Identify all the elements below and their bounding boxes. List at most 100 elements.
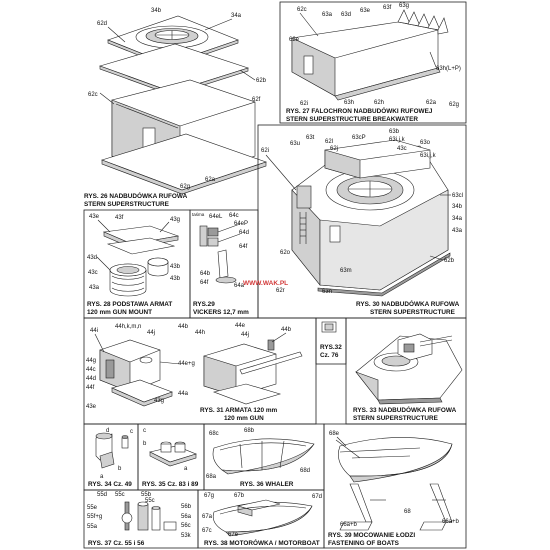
fig30-label: 34a (452, 216, 463, 222)
fig28-caption-line: RYS. 28 PODSTAWA ARMAT (87, 301, 172, 308)
fig27-label: 63a (322, 12, 333, 18)
fig37-label: 53k (181, 533, 192, 539)
fig39-caption-line: RYS. 39 MOCOWANIE ŁODZI (328, 532, 415, 539)
fig37-label: 55d (97, 492, 107, 498)
fig30-label: 62l (325, 139, 333, 145)
fig30-caption-line: STERN SUPERSTRUCTURE (370, 309, 456, 316)
fig39-label: 66a+b (442, 519, 460, 525)
fig27-caption-line: STERN SUPERSTRUCTURE BREAKWATER (286, 116, 418, 123)
fig33-caption: RYS. 33 NADBUDÓWKA RUFOWA STERN SUPERSTR… (353, 405, 457, 422)
fig35-label: c (143, 428, 146, 434)
fig37-label: 55a (87, 524, 98, 530)
fig29-caption: RYS.29 VICKERS 12,7 mm (193, 301, 249, 316)
fig26-label: 34a (231, 13, 242, 19)
fig36-drawing (212, 438, 315, 475)
fig38-label: 67a (202, 514, 213, 520)
fig37-label: 56a (181, 514, 192, 520)
fig35-drawing (149, 441, 197, 467)
fig37-drawing (121, 501, 177, 531)
fig30-label: 63i,j,k (420, 153, 437, 159)
fig31-label: 44c (86, 367, 96, 373)
fig38-drawing (212, 499, 313, 537)
fig26-label: 62g (180, 184, 190, 190)
fig27-label: 62c (297, 7, 307, 13)
figure-37: 55d 55c 55b 55c 55e 55f+g 55a 56b 56a 56… (83, 489, 199, 549)
fig26-caption-line: STERN SUPERSTRUCTURE (84, 201, 170, 208)
fig30-label: 62r (276, 288, 285, 294)
fig30-label: 34b (452, 204, 463, 210)
fig38-label: 67d (312, 494, 322, 500)
fig30-label: 43c (397, 146, 407, 152)
fig37-label: 55e (87, 505, 98, 511)
fig38-caption-line: RYS. 38 MOTORÓWKA / MOTORBOAT (204, 538, 320, 547)
fig37-label: 56b (181, 504, 192, 510)
fig38-frame (197, 489, 325, 549)
fig37-labels: 55d 55c 55b 55c 55e 55f+g 55a 56b 56a 56… (87, 492, 192, 539)
fig29-label: 64eL (209, 214, 223, 220)
fig30-label: 63cl (452, 193, 463, 199)
fig28-label: 43f (115, 215, 124, 221)
fig37-label: 55c (115, 492, 125, 498)
fig30-label: 62b (444, 258, 455, 264)
fig29-caption-line: RYS.29 (193, 301, 215, 308)
fig28-label: 43a (89, 285, 100, 291)
figure-29: taśma 64eL 64c 64eP 64d 64f 64b 64f 64a … (189, 209, 288, 319)
fig36-label: 68c (209, 431, 219, 437)
fig31-label: 43g (154, 398, 164, 404)
fig30-caption: RYS. 30 NADBUDÓWKA RUFOWA STERN SUPERSTR… (356, 299, 460, 316)
fig36-labels: 68b 68c 68d 68a (206, 428, 310, 480)
fig31-label: 44b (178, 324, 189, 330)
figure-39: 68e 68 66a+b 66a+b RYS. 39 MOCOWANIE ŁOD… (323, 423, 467, 549)
fig32-drawing (321, 321, 337, 333)
fig32-caption: RYS.32 Cz. 76 (320, 344, 342, 359)
fig30-label: 63n (322, 289, 332, 295)
fig29-label: 64f (239, 244, 248, 250)
fig37-caption: RYS. 37 Cz. 55 i 56 (88, 540, 145, 547)
fig36-caption-line: RYS. 36 WHALER (240, 481, 294, 488)
fig26-drawing (99, 15, 267, 195)
fig37-label: 56c (181, 523, 191, 529)
fig27-labels: 62c 63a 63d 63e 63f 63g 62e 63h(L+P) 62i… (289, 3, 461, 108)
fig33-caption-line: RYS. 33 NADBUDÓWKA RUFOWA (353, 405, 457, 414)
fig28-label: 43c (88, 270, 98, 276)
fig27-label: 62g (449, 102, 459, 108)
figure-27: 62c 63a 63d 63e 63f 63g 62e 63h(L+P) 62i… (279, 1, 467, 124)
fig39-label: 68e (329, 431, 340, 437)
fig31-label: 44e+g (178, 361, 195, 367)
fig29-caption-line: VICKERS 12,7 mm (193, 309, 249, 316)
figure-34: d c a b RYS. 34 Cz. 49 (83, 423, 139, 491)
fig39-label: 68 (404, 509, 411, 515)
fig38-label: 67e (228, 532, 239, 538)
fig35-labels: c b a (143, 428, 188, 472)
fig34-labels: d c a b (100, 428, 133, 480)
fig37-caption-line: RYS. 37 Cz. 55 i 56 (88, 540, 145, 547)
figure-30: 63t 63cP 63b 63u 62l 63i,j,k 43c 63o 63i… (257, 124, 467, 319)
fig26-label: 62d (97, 21, 107, 27)
fig36-label: 68b (244, 428, 255, 434)
fig30-label: 63b (389, 129, 400, 135)
fig34-label: b (118, 466, 122, 472)
fig36-label: 68a (206, 474, 217, 480)
fig37-label: 55b (141, 492, 152, 498)
fig31-label: 44g (86, 358, 96, 364)
fig35-label: a (184, 466, 188, 472)
fig30-caption-line: RYS. 30 NADBUDÓWKA RUFOWA (356, 299, 460, 308)
fig30-label: 63o (420, 140, 431, 146)
fig36-caption: RYS. 36 WHALER (240, 481, 294, 488)
fig27-caption-line: RYS. 27 FALOCHRON NADBUDÓWKI RUFOWEJ (286, 106, 433, 115)
figure-26: 34b 34a 62d 62b 62c 62f 62g 62a RYS. 26 … (84, 8, 267, 208)
fig29-label: 64c (229, 213, 239, 219)
fig35-caption: RYS. 35 Cz. 83 i 89 (142, 481, 199, 488)
fig31-caption: RYS. 31 ARMATA 120 mm 120 mm GUN (200, 407, 277, 422)
fig26-label: 62a (205, 177, 216, 183)
fig35-label: b (143, 441, 147, 447)
fig33-caption-line: STERN SUPERSTRUCTURE (353, 415, 439, 422)
fig34-label: a (100, 474, 104, 480)
fig30-labels: 63t 63cP 63b 63u 62l 63i,j,k 43c 63o 63i… (261, 129, 463, 295)
fig28-label: 43g (170, 217, 180, 223)
fig33-drawing (355, 333, 463, 405)
fig27-label: 63g (399, 3, 409, 9)
fig30-label: 62j (330, 146, 338, 152)
fig37-label: 55f+g (87, 514, 102, 520)
fig31-labels: 44h,k,m,n 44j 44b 44i 44h 44e 44b 44g 44… (86, 323, 292, 410)
